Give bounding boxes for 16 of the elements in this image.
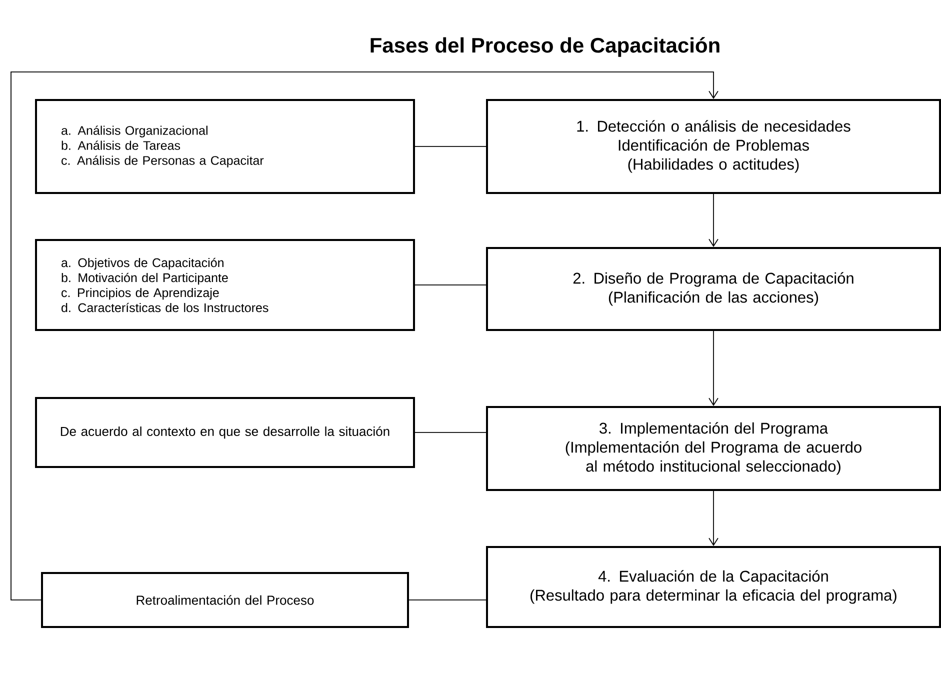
- connector-line: [414, 146, 486, 147]
- arrow: [708, 194, 718, 247]
- arrow: [708, 490, 718, 546]
- phase-box: 2. Diseño de Programa de Capacitación (Planificación de las acciones): [486, 246, 941, 331]
- title: Fases del Proceso de Capacitación: [370, 37, 720, 57]
- note-box: De acuerdo al contexto en que se desarrolle la situación: [35, 396, 415, 468]
- phase-box: 1. Detección o análisis de necesidades Identificación de Problemas (Habilidades o actitudes): [486, 98, 941, 194]
- feedback-arrow: [10, 72, 718, 600]
- note-box: Retroalimentación del Proceso: [41, 572, 409, 628]
- phase-box: 4. Evaluación de la Capacitación (Resultado para determinar la eficacia del programa): [486, 546, 941, 628]
- connector-line: [414, 432, 486, 433]
- arrow: [708, 330, 718, 406]
- list-box: a. Análisis Organizacional b. Análisis de Tareas c. Análisis de Personas a Capacitar: [35, 98, 415, 194]
- connector-line: [414, 284, 486, 286]
- phase-box: 3. Implementación del Programa (Implementación del Programa de acuerdo al método institucional seleccionado): [486, 406, 941, 491]
- list-box: a. Objetivos de Capacitación b. Motivación del Participante c. Principios de Aprendizaje d. Características de los Instructores: [35, 238, 415, 331]
